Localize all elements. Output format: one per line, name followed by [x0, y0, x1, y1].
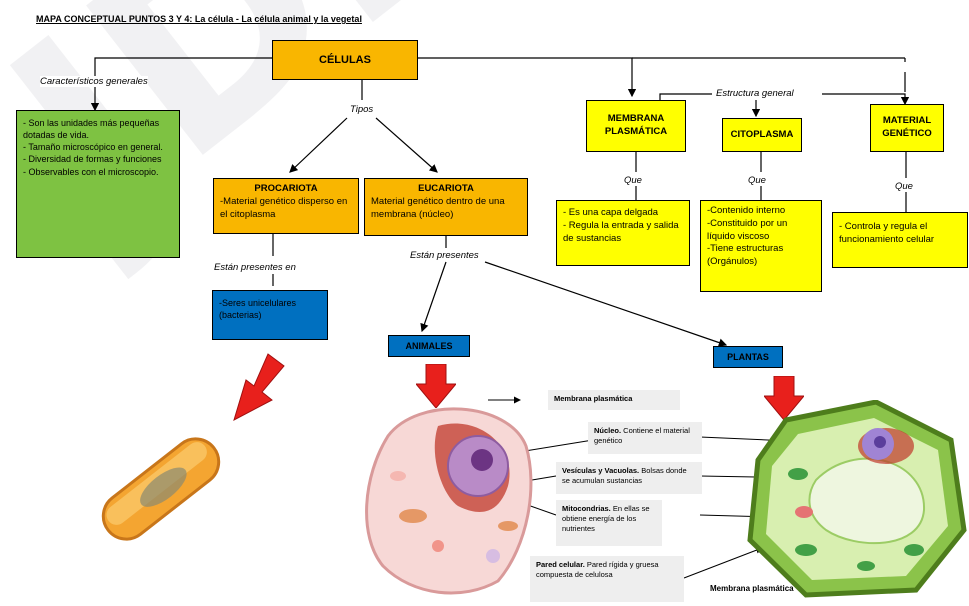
label-membrana-plasmatica: Membrana plasmática	[548, 390, 680, 410]
label-membrana-plasmatica-planta: Membrana plasmática	[710, 584, 794, 593]
connector-estructura-general: Estructura general	[716, 88, 794, 99]
connector-estan-presentes: Están presentes	[410, 250, 479, 261]
page-title: MAPA CONCEPTUAL PUNTOS 3 Y 4: La célula …	[36, 14, 362, 24]
connector-tipos: Tipos	[350, 104, 374, 115]
label-vesiculas: Vesículas y Vacuolas. Bolsas donde se ac…	[556, 462, 702, 494]
connector-que-material: Que	[895, 181, 913, 192]
membrana-desc-box: - Es una capa delgada - Regula la entrad…	[556, 200, 690, 266]
plant-cell-illustration	[747, 400, 967, 598]
membrana-plasmatica-box: MEMBRANA PLASMÁTICA	[586, 100, 686, 152]
connector-que-membrana: Que	[624, 175, 642, 186]
citoplasma-box: CITOPLASMA	[722, 118, 802, 152]
root-node-celulas: CÉLULAS	[272, 40, 418, 80]
label-pared-celular: Pared celular. Pared rígida y gruesa com…	[530, 556, 684, 602]
red-arrow-animales	[416, 364, 456, 408]
citoplasma-desc-box: -Contenido interno -Constituido por un l…	[700, 200, 822, 292]
bacteria-illustration	[101, 437, 221, 541]
caracteristica-item: - Tamaño microscópico en general.	[23, 142, 163, 153]
eucariota-box: EUCARIOTA Material genético dentro de un…	[364, 178, 528, 236]
procariota-examples-box: -Seres unicelulares (bacterias)	[212, 290, 328, 340]
animal-cell-illustration	[365, 407, 533, 595]
connector-estan-presentes-en: Están presentes en	[214, 262, 296, 273]
material-desc-box: - Controla y regula el funcionamiento ce…	[832, 212, 968, 268]
caracteristica-item: - Diversidad de formas y funciones	[23, 154, 162, 165]
connector-que-citoplasma: Que	[748, 175, 766, 186]
caracteristicas-box: - Son las unidades más pequeñas dotadas …	[16, 110, 180, 258]
eucariota-title: EUCARIOTA	[418, 183, 474, 194]
caracteristica-item: - Observables con el microscopio.	[23, 166, 159, 177]
material-genetico-box: MATERIAL GENÉTICO	[870, 104, 944, 152]
plantas-box: PLANTAS	[713, 346, 783, 368]
red-arrow-procariota	[233, 353, 285, 421]
procariota-text: -Material genético disperso en el citopl…	[220, 195, 348, 220]
connector-caracteristicas: Característicos generales	[40, 76, 148, 87]
label-mitocondrias: Mitocondrias. En ellas se obtiene energí…	[556, 500, 662, 546]
caracteristica-item: - Son las unidades más pequeñas dotadas …	[23, 118, 160, 141]
procariota-box: PROCARIOTA -Material genético disperso e…	[213, 178, 359, 234]
procariota-title: PROCARIOTA	[254, 183, 318, 194]
eucariota-text: Material genético dentro de una membrana…	[371, 195, 505, 220]
animales-box: ANIMALES	[388, 335, 470, 357]
label-nucleo: Núcleo. Contiene el material genético	[588, 422, 702, 454]
red-arrow-plantas	[764, 376, 804, 420]
